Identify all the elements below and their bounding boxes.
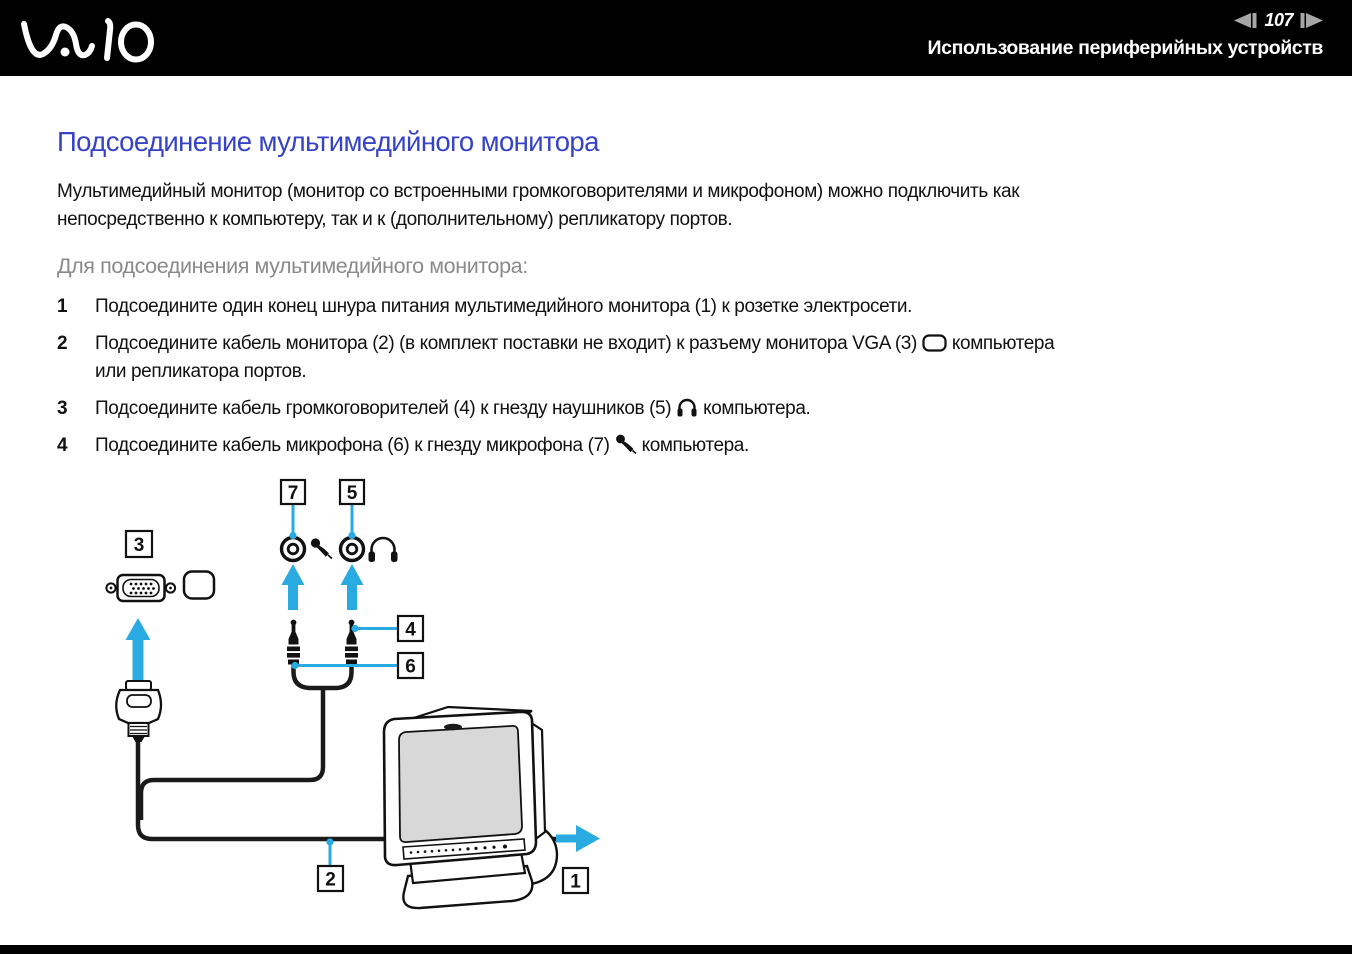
microphone-icon [615,434,637,455]
svg-text:4: 4 [405,620,416,641]
monitor-illustration [382,705,559,910]
monitor-buttons [409,844,507,854]
page-navigation: 107 [928,10,1323,31]
diagram-label-4: 4 [396,614,425,643]
step-4-number: 4 [57,435,68,456]
step-2-text-after: компьютера [951,333,1055,354]
intro-paragraph: Мультимедийный монитор (монитор со встро… [57,178,1322,234]
page-content: Подсоединение мультимедийного монитора М… [0,126,1352,460]
page-title: Подсоединение мультимедийного монитора [57,126,599,157]
monitor-port-icon [922,334,947,352]
svg-text:5: 5 [347,483,358,504]
monitor-screen [398,724,523,844]
step-3-text-before: Подсоедините кабель громкоговорителей (4… [95,398,672,419]
previous-page-icon[interactable] [1234,13,1257,28]
microphone-jack-port [279,535,307,563]
microphone-cable-plug [287,619,300,665]
diagram-label-3: 3 [124,529,154,559]
microphone-symbol-icon [310,538,333,560]
diagram-label-7: 7 [279,478,307,506]
procedure-steps: 1 Подсоедините один конец шнура питания … [57,293,1322,460]
up-arrow-headphones-jack [340,564,364,610]
diagram-label-1: 1 [561,866,590,895]
step-1: 1 Подсоедините один конец шнура питания … [57,293,1322,321]
diagram-label-6: 6 [396,651,425,680]
step-3-text: Подсоедините кабель громкоговорителей (4… [95,395,1322,423]
intro-line-1: Мультимедийный монитор (монитор со встро… [57,181,1020,202]
step-4: 4 Подсоедините кабель микрофона (6) к гн… [57,432,1322,460]
connection-diagram: 7 5 3 4 6 2 1 [105,478,600,910]
step-3-text-after: компьютера. [703,398,811,419]
vga-connector-plug [115,680,163,742]
vaio-logo [21,18,154,63]
vga-monitor-cable [135,741,557,842]
intro-line-2: непосредственно к компьютеру, так и к (д… [57,209,733,230]
diagram-label-2: 2 [316,864,345,893]
svg-text:1: 1 [570,872,581,893]
up-arrow-vga [125,618,151,680]
step-4-text-before: Подсоедините кабель микрофона (6) к гнез… [95,435,610,456]
footer-bar [0,945,1352,954]
monitor-port-symbol-icon [182,570,216,600]
step-2-text-line2: или репликатора портов. [95,361,307,382]
svg-text:3: 3 [134,535,145,556]
procedure-heading: Для подсоединения мультимедийного монито… [57,254,528,278]
step-3: 3 Подсоедините кабель громкоговорителей … [57,395,1322,423]
audio-cable [138,662,354,820]
callout-lines [289,504,398,866]
svg-text:2: 2 [325,870,336,891]
step-1-number: 1 [57,296,68,317]
page-header: 107 Использование периферийных устройств [0,0,1352,76]
step-2: 2 Подсоедините кабель монитора (2) (в ко… [57,330,1322,386]
step-1-text: Подсоедините один конец шнура питания му… [95,296,913,317]
right-arrow-power-cord [556,825,600,852]
up-arrow-mic-jack [281,564,305,610]
svg-text:7: 7 [288,483,299,504]
diagram-label-5: 5 [338,478,366,506]
step-2-text: Подсоедините кабель монитора (2) (в комп… [95,330,1322,386]
next-page-icon[interactable] [1300,13,1323,28]
section-title: Использование периферийных устройств [927,37,1324,59]
vga-port [105,573,177,603]
step-2-text-before: Подсоедините кабель монитора (2) (в комп… [95,333,917,354]
step-4-text: Подсоедините кабель микрофона (6) к гнез… [95,432,1322,460]
headphones-icon [677,398,697,417]
step-4-text-after: компьютера. [641,435,750,456]
step-3-number: 3 [57,398,68,419]
svg-text:6: 6 [405,657,416,678]
headphones-jack-port [338,535,366,563]
headphones-symbol-icon [368,536,398,562]
step-2-number: 2 [57,333,68,354]
page-number: 107 [1264,10,1293,30]
